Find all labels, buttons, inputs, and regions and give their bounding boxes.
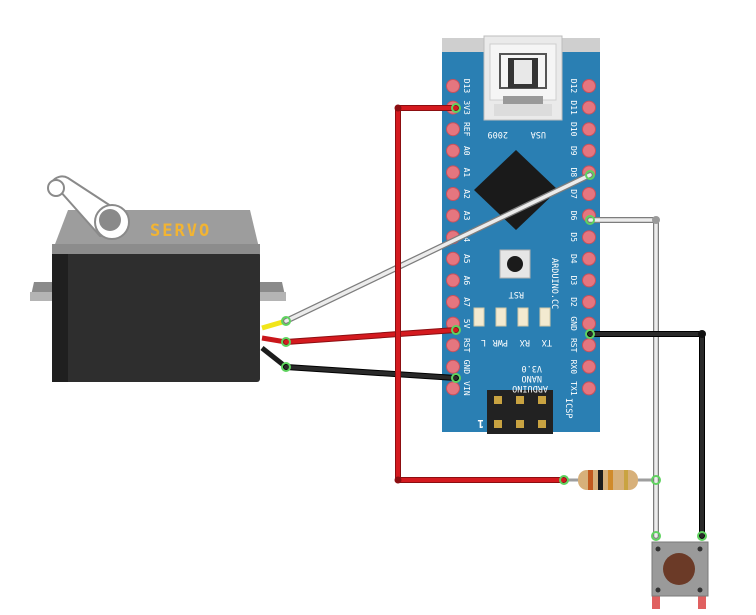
led-label-tx: TX — [541, 337, 552, 347]
left-pin-hole — [446, 208, 460, 223]
left-pin-label: A6 — [462, 276, 471, 286]
wire-3v3-resistor — [396, 106, 566, 482]
right-pin-hole — [582, 79, 596, 93]
led-label-l: L — [481, 337, 486, 347]
model-line-1: ARDUINO — [512, 383, 548, 393]
servo-top-edge — [52, 244, 260, 254]
right-pin-label: D9 — [569, 146, 578, 156]
wire-gnd-button-shadow — [587, 331, 705, 539]
left-pin-hole — [446, 165, 460, 180]
connector-markers — [281, 103, 707, 541]
board-2009-label: 2009 — [488, 129, 508, 139]
wires — [281, 103, 707, 541]
left-pin-label: D13 — [462, 79, 471, 94]
right-pin-label: D7 — [569, 189, 578, 199]
right-pin-hole — [582, 143, 596, 158]
status-leds — [473, 307, 551, 327]
right-pin-hole — [582, 122, 596, 137]
icsp-header — [487, 390, 553, 434]
left-pin-label: RST — [462, 338, 471, 353]
left-pin-label: A1 — [462, 168, 471, 178]
left-pin-hole — [446, 295, 460, 309]
right-pin-label: RX0 — [569, 360, 578, 375]
left-pin-hole — [446, 273, 460, 288]
icsp-pin-number: 1 — [477, 417, 484, 430]
left-pin-hole — [446, 359, 460, 374]
resistor — [560, 470, 658, 490]
left-pin-label: GND — [462, 360, 471, 375]
push-button[interactable] — [651, 541, 709, 609]
servo-ground-wire — [260, 346, 288, 369]
right-pin-hole — [582, 316, 596, 331]
right-pin-hole — [582, 295, 596, 309]
left-pin-hole — [446, 251, 460, 266]
left-pin-label: VIN — [462, 381, 471, 396]
left-pin-label: A5 — [462, 254, 471, 264]
right-pin-label: D11 — [569, 100, 578, 115]
right-pin-hole — [582, 338, 596, 353]
servo-body-shade — [52, 252, 68, 382]
left-pin-label: A2 — [462, 189, 471, 199]
wire-servo-5v — [284, 328, 458, 344]
microcontroller-chip — [474, 150, 558, 230]
board-arduino-cc-label: ARDUINO.CC — [549, 258, 559, 309]
left-pin-hole — [446, 143, 460, 158]
right-pin-hole — [582, 230, 596, 245]
arduino-nano-board: 2009 USA RST ARDUINO.CC L PWR RX TX ARDU… — [442, 35, 600, 434]
servo-label: SERVO — [150, 221, 211, 241]
right-pin-label: RST — [569, 338, 578, 353]
left-pin-label: A3 — [462, 211, 471, 221]
right-pin-hole — [582, 187, 596, 201]
servo-motor: SERVO — [30, 175, 288, 382]
left-pin-label: A7 — [462, 297, 471, 307]
reset-button[interactable] — [499, 249, 531, 279]
left-pin-label: 3V3 — [462, 100, 471, 115]
right-pin-label: D3 — [569, 276, 578, 286]
right-pin-label: TX1 — [569, 381, 578, 396]
right-pin-label: D5 — [569, 232, 578, 242]
right-pin-label: D4 — [569, 254, 578, 264]
right-pin-hole — [582, 100, 596, 115]
model-line-3: V3.0 — [522, 363, 542, 373]
left-pin-label: A0 — [462, 146, 471, 156]
servo-horn — [47, 175, 130, 240]
left-pin-label: REF — [462, 122, 471, 137]
button-cap[interactable] — [663, 553, 695, 585]
left-pin-label: 5V — [462, 319, 471, 329]
right-pin-label: D6 — [569, 211, 578, 221]
servo-right-tab-face — [258, 292, 286, 301]
right-pin-label: D2 — [569, 297, 578, 307]
left-pin-hole — [446, 122, 460, 137]
board-usa-label: USA — [531, 129, 546, 139]
left-pin-hole — [446, 381, 460, 396]
right-pin-label: GND — [569, 316, 578, 331]
usb-connector — [483, 35, 563, 121]
model-line-2: NANO — [522, 373, 542, 383]
servo-body — [52, 252, 260, 382]
left-pin-hole — [446, 79, 460, 93]
right-pin-label: D12 — [569, 79, 578, 94]
right-pin-hole — [582, 359, 596, 374]
wire-gnd-button — [588, 332, 704, 538]
left-pin-hole — [446, 187, 460, 201]
board-rst-label: RST — [509, 289, 524, 299]
right-pin-hole — [582, 273, 596, 288]
icsp-label: ICSP — [563, 398, 573, 418]
right-pin-label: D10 — [569, 122, 578, 137]
led-label-pwr: PWR — [492, 337, 508, 347]
left-pin-hole — [446, 338, 460, 353]
led-label-rx: RX — [519, 337, 530, 347]
right-pin-hole — [582, 381, 596, 396]
wire-servo-signal — [284, 173, 592, 323]
servo-left-tab-face — [30, 292, 62, 301]
right-pin-hole — [582, 251, 596, 266]
wire-servo-gnd — [284, 365, 458, 380]
right-pin-label: D8 — [569, 168, 578, 178]
